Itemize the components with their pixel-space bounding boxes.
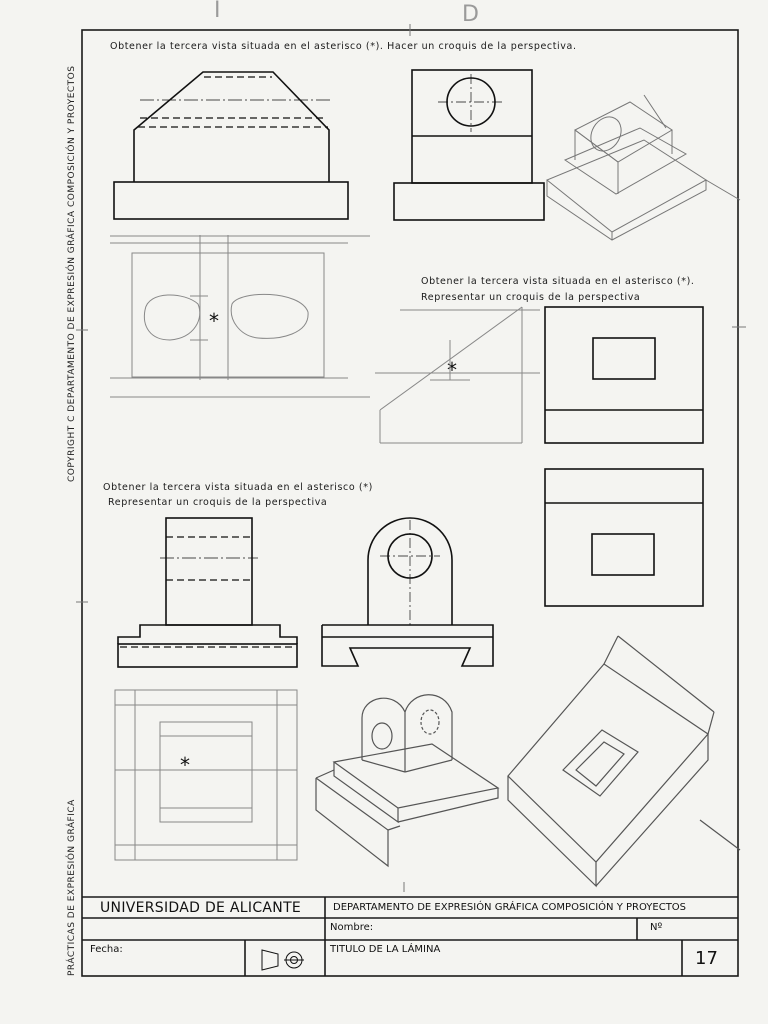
exercise-1-instruction: Obtener la tercera vista situada en el a…: [110, 41, 577, 52]
exercise-3-instruction-line2: Representar un croquis de la perspectiva: [108, 497, 328, 508]
asterisk-ex2: *: [447, 358, 457, 382]
pencil-mark-left: I: [214, 0, 221, 23]
ex3-sketch-perspective-bracket: [315, 694, 500, 868]
ex1-side-view: [393, 69, 545, 221]
exercise-3-instruction-line1: Obtener la tercera vista situada en el a…: [103, 482, 373, 493]
ex3-third-view-sketch: [114, 689, 298, 861]
exercise-2-instruction-line2: Representar un croquis de la perspectiva: [421, 292, 641, 303]
ex1-sketch-perspective: [546, 94, 741, 241]
asterisk-ex3: *: [180, 753, 190, 777]
department-name: DEPARTAMENTO DE EXPRESIÓN GRÁFICA COMPOS…: [333, 902, 687, 913]
university-name: UNIVERSIDAD DE ALICANTE: [100, 900, 302, 916]
date-label: Fecha:: [90, 944, 123, 955]
ex2-sketch-perspective-wedge: [507, 635, 741, 888]
ex2-front-view: [544, 306, 704, 444]
sheet-title-label: TITULO DE LA LÁMINA: [330, 944, 441, 955]
number-label: Nº: [650, 922, 663, 933]
sheet-number: 17: [695, 948, 718, 969]
ex3-side-view: [321, 517, 494, 667]
ex3-front-view: [117, 517, 298, 668]
pencil-mark-right: D: [462, 2, 479, 27]
ex1-third-view-sketch: [110, 235, 370, 398]
exercise-2-instruction-line1: Obtener la tercera vista situada en el a…: [421, 276, 695, 287]
ex2-third-view-sketch: [375, 306, 540, 444]
ex1-front-view: [113, 71, 349, 220]
ex3-right-view: [544, 468, 704, 607]
name-label: Nombre:: [330, 922, 374, 933]
asterisk-ex1: *: [209, 309, 219, 333]
projection-symbol-icon: [261, 949, 304, 971]
